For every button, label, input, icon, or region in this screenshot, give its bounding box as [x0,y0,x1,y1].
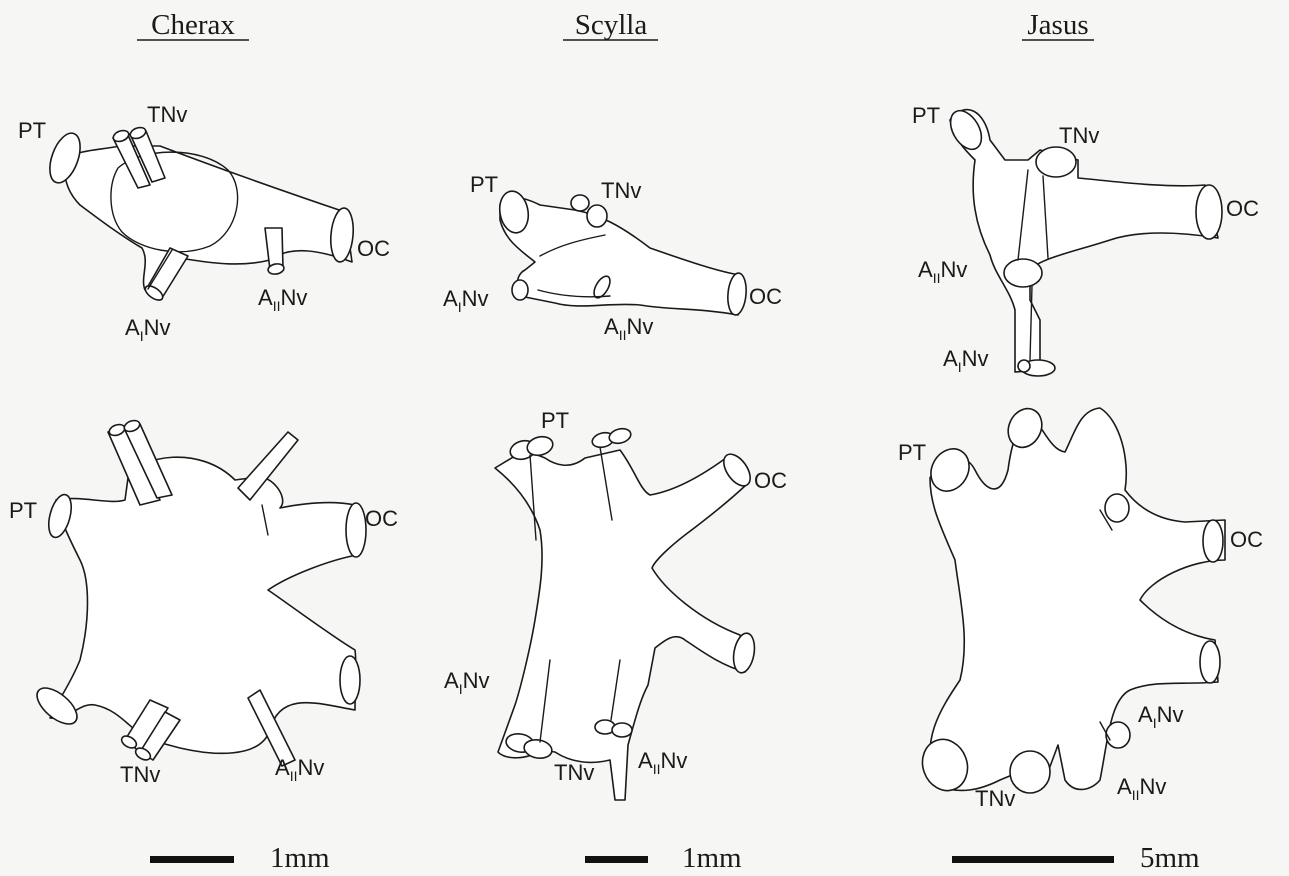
label-pt: PT [9,498,37,523]
label-aiinv: AIINv [258,285,307,314]
label-ainv: AINv [125,315,170,344]
label-aiinv: AIINv [918,257,967,286]
title-scylla: Scylla [575,9,648,41]
label-aiinv: AIINv [604,314,653,343]
cherax-top-view [31,419,366,766]
label-pt: PT [541,408,569,433]
jasus-top-view [915,403,1225,797]
label-aiinv: AIINv [638,748,687,777]
scale-bar-scylla [585,856,648,863]
label-oc: OC [1226,196,1259,221]
label-oc: OC [749,284,782,309]
label-aiinv: AIINv [275,755,324,784]
scylla-side-view [497,189,748,316]
scylla-top-view [495,426,757,800]
label-ainv: AINv [943,346,988,375]
label-tnv: TNv [1059,123,1099,148]
label-ainv: AINv [443,286,488,315]
label-pt: PT [18,118,46,143]
label-pt: PT [912,103,940,128]
title-jasus: Jasus [1027,9,1088,41]
scale-label-scylla: 1mm [682,842,742,874]
label-oc: OC [1230,527,1263,552]
scale-label-jasus: 5mm [1140,842,1200,874]
label-pt: PT [470,172,498,197]
label-aiinv: AIINv [1117,774,1166,803]
label-tnv: TNv [975,786,1015,811]
label-oc: OC [365,506,398,531]
label-tnv: TNv [601,178,641,203]
label-ainv: AINv [1138,702,1183,731]
label-tnv: TNv [147,102,187,127]
label-ainv: AINv [444,668,489,697]
label-tnv: TNv [120,762,160,787]
scale-bar-jasus [952,856,1114,863]
cherax-side-view [44,126,355,303]
scale-label-cherax: 1mm [270,842,330,874]
label-tnv: TNv [554,760,594,785]
title-cherax: Cherax [151,9,235,41]
label-pt: PT [898,440,926,465]
label-oc: OC [357,236,390,261]
scale-bars: 1mm 1mm 5mm [150,842,1200,874]
column-titles: Cherax Scylla Jasus [137,9,1094,41]
scale-bar-cherax [150,856,234,863]
label-oc: OC [754,468,787,493]
